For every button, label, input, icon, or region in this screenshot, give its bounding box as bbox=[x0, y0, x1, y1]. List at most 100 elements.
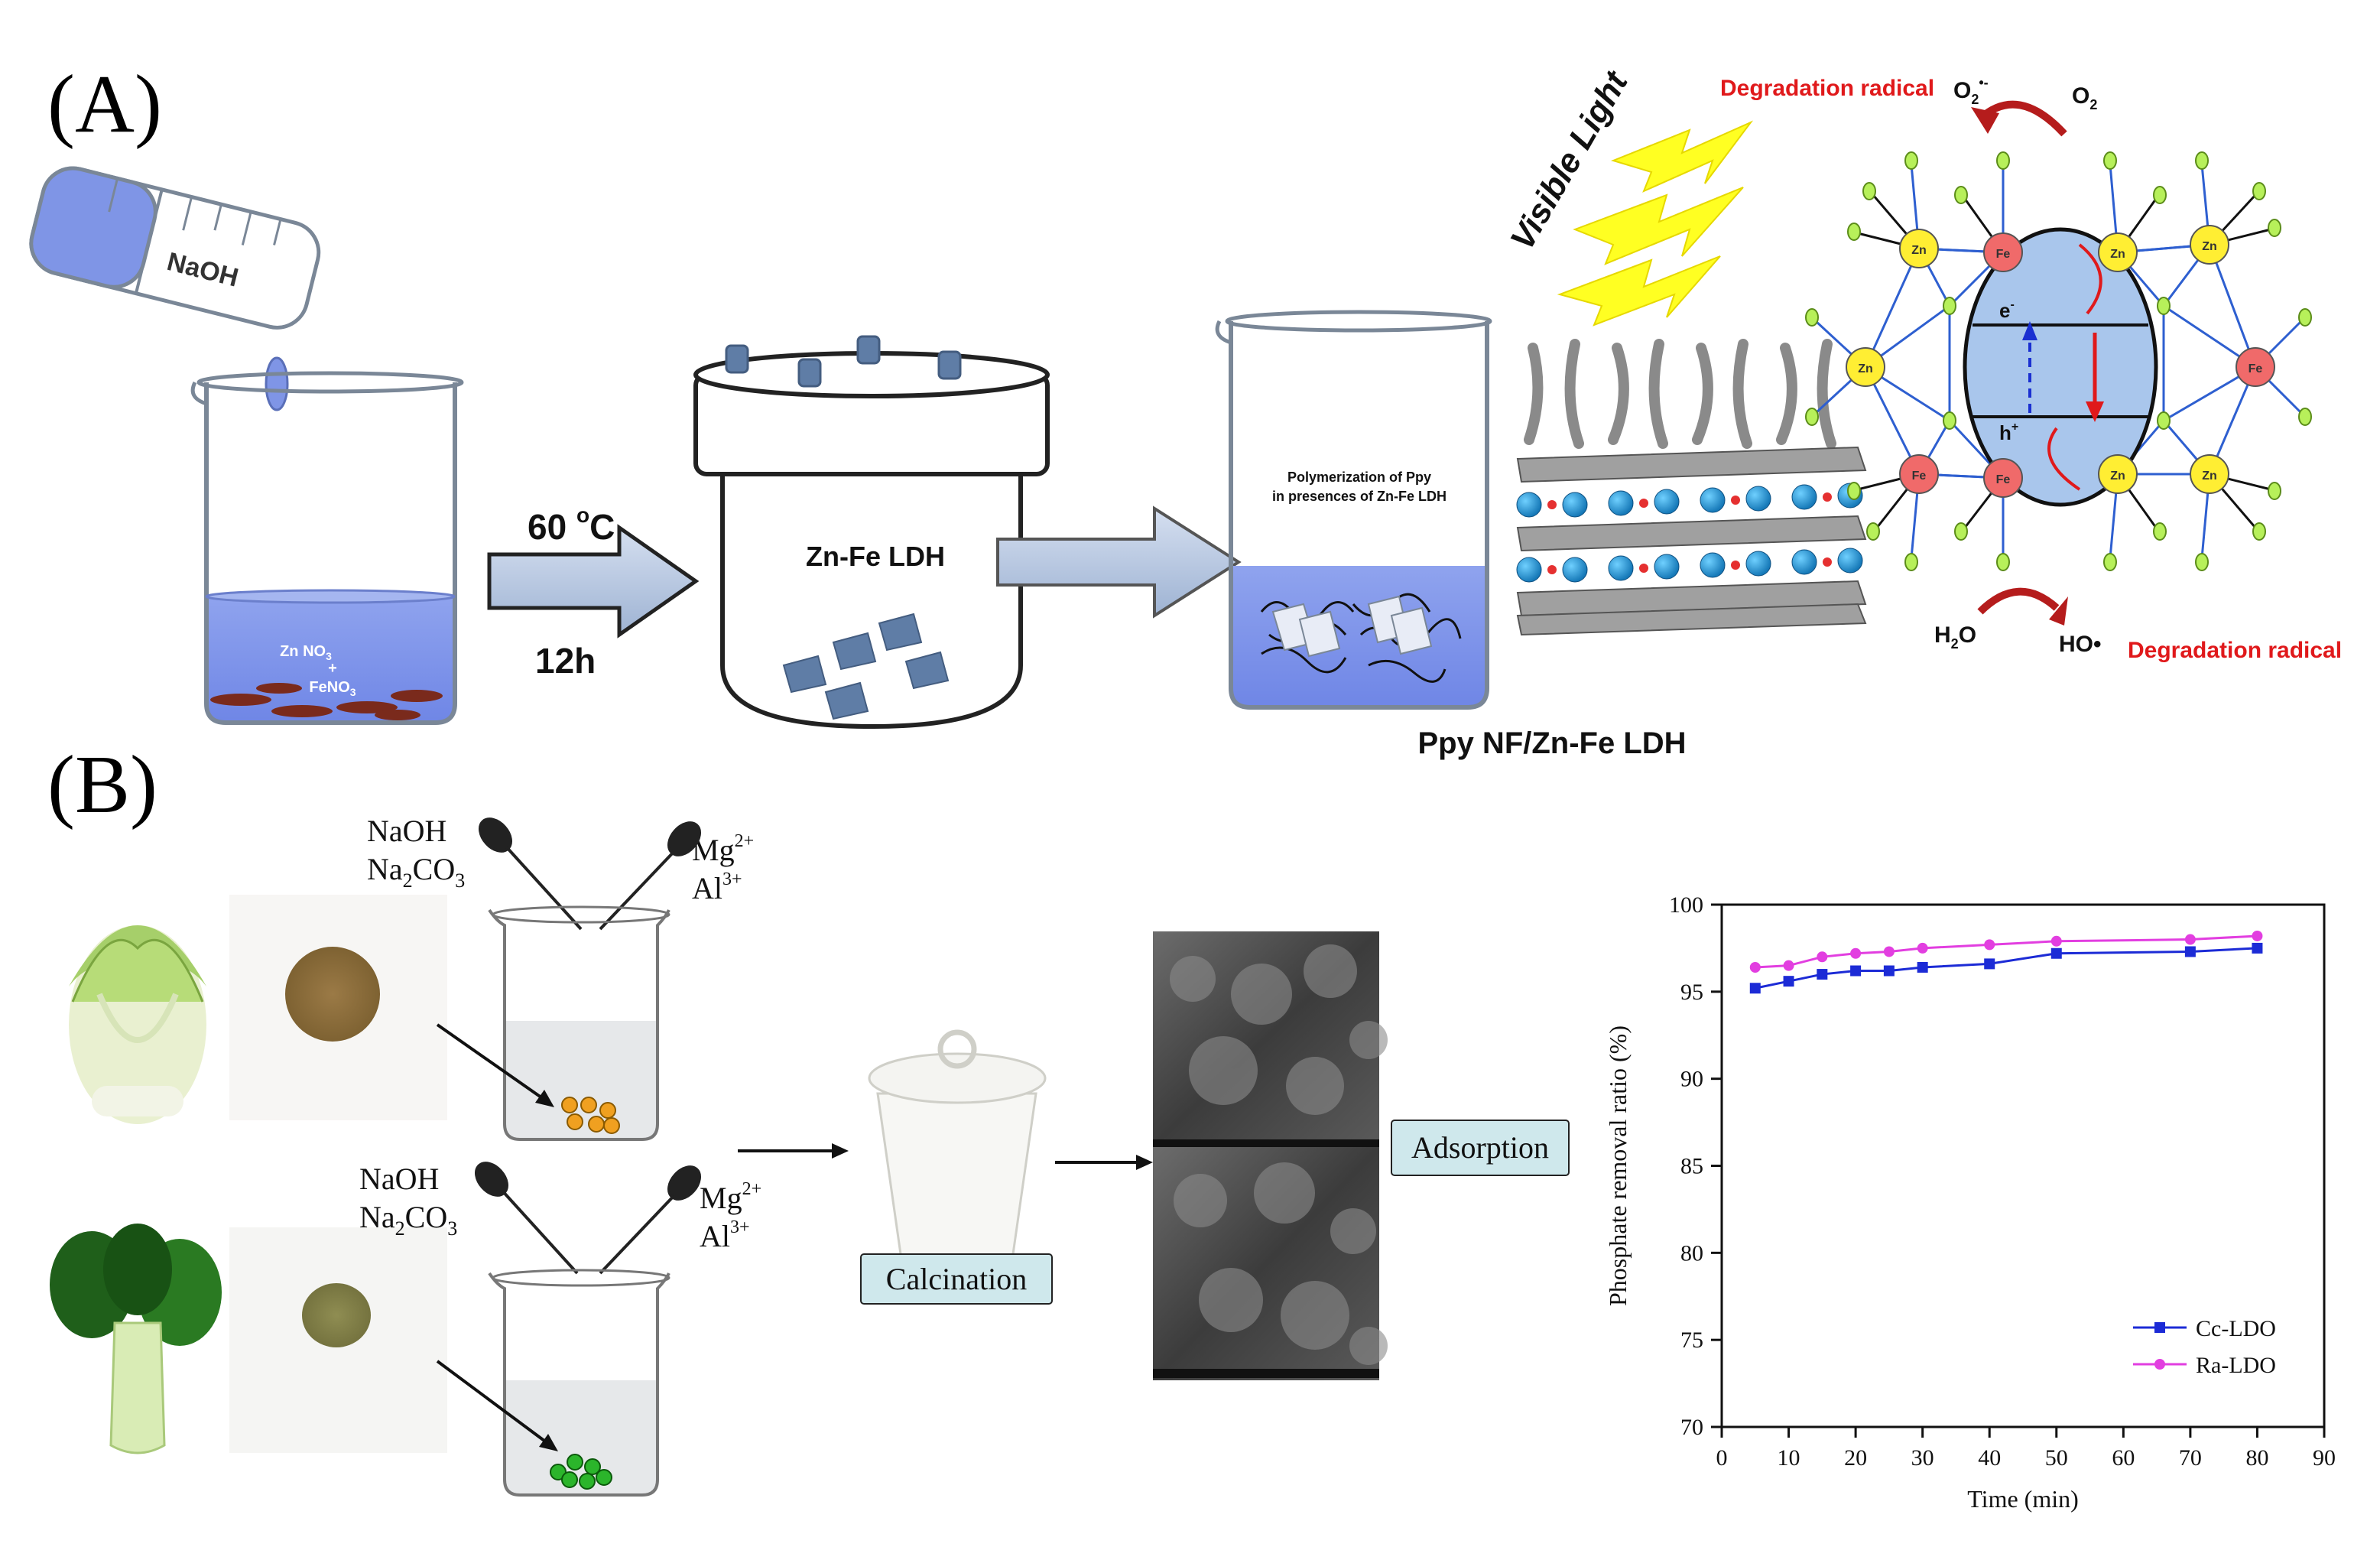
x-tick-label: 70 bbox=[2179, 1445, 2202, 1471]
x-axis-label: Time (min) bbox=[1967, 1485, 2079, 1513]
zn-atom: Zn bbox=[1846, 347, 1885, 387]
x-tick-label: 60 bbox=[2112, 1445, 2135, 1471]
oxygen-label: O2 bbox=[2072, 83, 2097, 112]
naoh-droplet bbox=[265, 356, 289, 411]
data-point-ra-ldo bbox=[1749, 961, 1761, 973]
polymer-caption-1: Polymerization of Ppy bbox=[1287, 470, 1431, 485]
dropper-icon bbox=[599, 821, 701, 931]
x-tick-label: 10 bbox=[1778, 1445, 1800, 1471]
bok-choy-photo bbox=[46, 1224, 229, 1457]
beaker-orange-beads bbox=[488, 905, 670, 1141]
svg-text:Fe: Fe bbox=[1912, 470, 1927, 483]
x-tick-label: 0 bbox=[1716, 1445, 1728, 1471]
transfer-arrow bbox=[436, 1023, 548, 1103]
legend-label-ra-ldo: Ra-LDO bbox=[2196, 1353, 2276, 1378]
hole-label: h+ bbox=[1999, 421, 2018, 444]
x-tick-label: 40 bbox=[1978, 1445, 2001, 1471]
reagent-naoh-top: NaOH bbox=[367, 814, 446, 848]
autoclave-label: Zn-Fe LDH bbox=[806, 541, 945, 572]
panel-a: (A) NaOH bbox=[29, 59, 2342, 760]
dropper-icon bbox=[475, 1162, 579, 1275]
y-tick-label: 75 bbox=[1680, 1328, 1703, 1353]
autoclave: Zn-Fe LDH bbox=[693, 335, 1050, 730]
panel-b-label: (B) bbox=[47, 739, 157, 830]
x-tick-label: 90 bbox=[2313, 1445, 2336, 1471]
ldh-network: e- h+ Zn Fe Zn Zn Zn Fe Fe Fe Zn Zn bbox=[1805, 151, 2312, 571]
data-point-ra-ldo bbox=[1984, 939, 1995, 951]
svg-text:Zn: Zn bbox=[1858, 362, 1873, 375]
fe-atom: Fe bbox=[1983, 232, 2023, 272]
data-point-cc-ldo bbox=[2184, 946, 2196, 957]
sem-image-top bbox=[1153, 931, 1388, 1147]
data-point-cc-ldo bbox=[1783, 976, 1794, 987]
data-point-ra-ldo bbox=[1883, 946, 1895, 957]
adsorption-box: Adsorption bbox=[1391, 1120, 1570, 1176]
sem-image-bottom bbox=[1153, 1147, 1388, 1380]
superoxide-label: O2•- bbox=[1953, 75, 1989, 107]
x-tick-label: 30 bbox=[1911, 1445, 1934, 1471]
x-tick-label: 80 bbox=[2245, 1445, 2268, 1471]
data-point-cc-ldo bbox=[1883, 965, 1895, 977]
data-point-cc-ldo bbox=[1749, 983, 1761, 994]
fe-atom: Fe bbox=[2236, 347, 2275, 387]
beaker-green-beads bbox=[488, 1269, 670, 1497]
data-point-ra-ldo bbox=[1850, 947, 1862, 959]
water-oxidation-arrow bbox=[1977, 587, 2060, 615]
svg-text:Fe: Fe bbox=[1996, 473, 2011, 486]
data-point-ra-ldo bbox=[2252, 930, 2263, 941]
svg-text:Zn: Zn bbox=[2202, 240, 2217, 253]
data-point-ra-ldo bbox=[1817, 951, 1828, 963]
zn-atom: Zn bbox=[2098, 232, 2138, 272]
data-point-cc-ldo bbox=[1917, 961, 1928, 973]
zn-atom: Zn bbox=[2098, 454, 2138, 494]
reagent-carbonate-bottom: Na2CO3 bbox=[359, 1200, 457, 1240]
svg-text:Fe: Fe bbox=[2248, 362, 2263, 375]
legend-marker-ra-ldo bbox=[2154, 1359, 2165, 1370]
data-point-cc-ldo bbox=[1984, 958, 1995, 970]
data-point-ra-ldo bbox=[2050, 935, 2062, 947]
y-tick-label: 95 bbox=[1680, 980, 1703, 1005]
cabbage-powder-photo bbox=[229, 895, 447, 1120]
degradation-radical-bottom: Degradation radical bbox=[2128, 638, 2342, 663]
transfer-arrow bbox=[436, 1360, 552, 1447]
ppy-layered-structure bbox=[1516, 339, 1867, 636]
metal-mg-top: Mg2+ bbox=[692, 831, 754, 867]
y-axis-label: Phosphate removal ratio (%) bbox=[1604, 1025, 1632, 1306]
adsorption-label: Adsorption bbox=[1411, 1130, 1549, 1165]
crucible-icon bbox=[868, 1029, 1047, 1265]
arrow-duration: 12h bbox=[535, 641, 596, 681]
data-point-cc-ldo bbox=[2050, 947, 2062, 959]
beaker-text-plus: + bbox=[328, 660, 337, 677]
svg-text:Zn: Zn bbox=[2202, 470, 2217, 483]
hydroxyl-radical-label: HO• bbox=[2059, 632, 2102, 657]
series-line-cc-ldo bbox=[1755, 947, 2258, 990]
polymer-caption-2: in presences of Zn-Fe LDH bbox=[1272, 489, 1447, 504]
svg-text:Zn: Zn bbox=[2110, 248, 2125, 261]
zn-atom: Zn bbox=[1899, 229, 1939, 268]
metal-al-top: Al3+ bbox=[692, 869, 742, 905]
product-label: Ppy NF/Zn-Fe LDH bbox=[1417, 726, 1686, 760]
metal-mg-bottom: Mg2+ bbox=[700, 1179, 761, 1215]
beaker-polymerization: Polymerization of Ppy in presences of Zn… bbox=[1215, 310, 1687, 760]
svg-text:Zn: Zn bbox=[2110, 470, 2125, 483]
series-line-ra-ldo bbox=[1755, 934, 2258, 969]
metal-al-bottom: Al3+ bbox=[700, 1217, 750, 1253]
fe-atom: Fe bbox=[1983, 458, 2023, 498]
process-arrow-1: 60 oC 12h bbox=[487, 503, 700, 681]
data-point-cc-ldo bbox=[1850, 965, 1862, 977]
beaker-text-zn: Zn NO3 bbox=[280, 643, 332, 662]
data-point-cc-ldo bbox=[2252, 942, 2263, 954]
data-point-ra-ldo bbox=[2184, 934, 2196, 945]
legend-label-cc-ldo: Cc-LDO bbox=[2196, 1316, 2276, 1341]
svg-text:Zn: Zn bbox=[1911, 244, 1927, 257]
data-point-ra-ldo bbox=[1783, 960, 1794, 971]
reagent-naoh-bottom: NaOH bbox=[359, 1162, 439, 1196]
zn-atom: Zn bbox=[2190, 225, 2229, 265]
y-tick-label: 80 bbox=[1680, 1240, 1703, 1266]
naoh-test-tube: NaOH bbox=[29, 166, 321, 330]
plot-frame bbox=[1720, 903, 2326, 1428]
y-tick-label: 70 bbox=[1680, 1415, 1703, 1440]
beaker-text-fe: FeNO3 bbox=[309, 679, 356, 698]
process-arrow-2 bbox=[996, 505, 1242, 619]
